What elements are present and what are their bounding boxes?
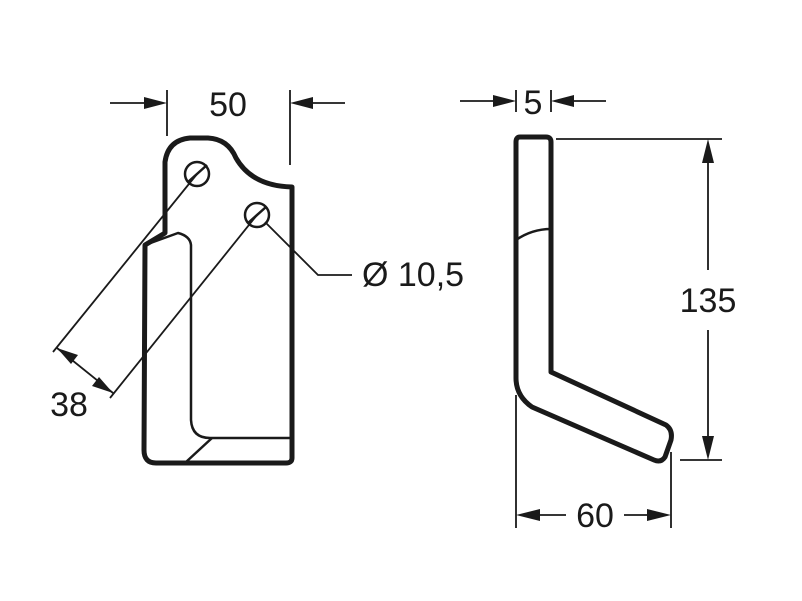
width-label: 50	[209, 86, 247, 124]
hole-diameter-callout: Ø 10,5	[264, 221, 464, 294]
front-view-outline	[141, 135, 295, 466]
height-label: 135	[680, 282, 737, 320]
hole-spacing-label: 38	[50, 386, 88, 424]
hole-diameter-label: Ø 10,5	[362, 256, 464, 294]
front-view-bend-line	[185, 437, 213, 463]
upper-hole	[183, 160, 211, 188]
side-view-bend-line	[515, 227, 552, 242]
thickness-dimension: 5	[460, 84, 606, 122]
thickness-label: 5	[524, 84, 543, 122]
front-view-flange	[144, 231, 292, 440]
depth-label: 60	[576, 497, 614, 535]
side-view: 5 135 60	[460, 84, 736, 535]
side-view-outline	[513, 134, 674, 464]
height-dimension: 135	[556, 138, 737, 461]
width-dimension: 50	[110, 86, 345, 165]
depth-dimension: 60	[515, 395, 672, 535]
hole-spacing-dimension: 38	[50, 173, 258, 424]
front-view: 50 38 Ø 10,5	[50, 86, 464, 466]
